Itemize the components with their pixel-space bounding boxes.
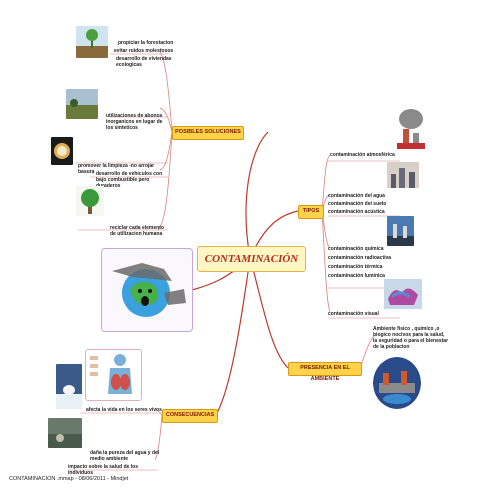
solucion-item: utilizaciones de abonos inorganicos en l… [106,113,163,131]
graffiti-image [384,279,422,309]
polar-bear-image [56,364,82,409]
topic-tipos[interactable]: TIPOS [298,205,324,219]
solucion-item: propiciar la forestacion [118,40,174,46]
globe-world-image [101,248,193,332]
consecuencia-item: daña la pureza del agua y del medio ambi… [90,450,160,462]
topic-consecuencias[interactable]: CONSECUENCIAS [162,409,218,423]
solucion-item: evitar ruidos molestosos [114,48,174,54]
tipo-item: contaminación química [328,246,384,252]
smokestack-factory-image [393,105,429,151]
topic-posibles-soluciones[interactable]: POSIBLES SOLUCIONES [172,126,244,140]
tree-image [76,186,104,216]
solucion-item: desarrollo de viviendas ecologicas [116,56,172,68]
tipo-item: contaminación radioactiva [328,255,392,261]
tipo-item: contaminación atmosférica [330,152,395,158]
polluted-water-image [48,418,82,448]
tipo-item: contaminación del agua [328,193,385,199]
branch-line-soluciones [245,131,269,259]
power-plant-image [387,216,414,246]
solucion-item: reciclar cada elemento de utilizacion hu… [110,225,164,237]
branch-line-consecuencias [215,257,251,416]
presencia-description: Ambiente fisico , quimico ,o biogico noc… [373,326,449,350]
wall-clock-image [51,137,73,165]
tree-sprout-image [76,26,108,58]
tipo-item: contaminación del suelo [328,201,387,207]
field-image [66,89,98,119]
solucion-item: desarrollo de vehiculos con bajo combust… [96,171,163,189]
footer-caption: CONTAMINACION .mmap - 08/06/2011 - Mindj… [9,476,129,482]
tipo-item: contaminación lumínica [328,273,385,279]
tipo-item: contaminación acústica [328,209,385,215]
respiratory-diagram-image [85,349,142,401]
consecuencia-item: afecta la vida en los seres vivos [86,407,162,413]
branch-line-presencia [249,257,289,369]
city-smog-image [387,162,419,188]
earth-pollution-image [373,357,421,409]
consecuencia-item: impacto sobre la salud de los individuos [68,464,139,476]
tipo-item: contaminación térmica [328,264,383,270]
tipo-item: contaminación visual [328,311,379,317]
topic-presencia-en-el-ambiente[interactable]: PRESENCIA EN EL AMBIENTE [288,362,362,382]
solucion-item: promover la limpieza -no arrojar basura [78,163,155,175]
central-topic[interactable]: CONTAMINACIÓN [197,246,306,272]
